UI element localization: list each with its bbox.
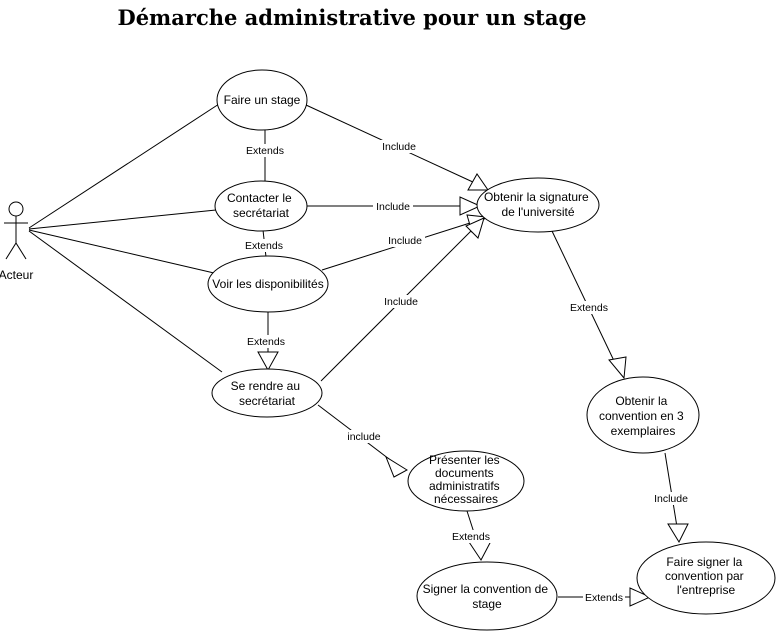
use-case-voir-line-1: Voir les disponibilités [212,277,323,291]
use-case-se-rendre-line-1: Se rendre au [231,379,300,393]
actor-associations [28,103,223,373]
association-faire-stage [28,103,220,229]
use-case-voir-disponibilites-ellipse[interactable] [207,255,329,313]
use-case-presenter-line-1: Présenter les [429,453,500,467]
use-case-contacter-secretariat-label: Contacter le secrétariat [227,191,295,220]
association-se-rendre [28,230,223,373]
label-bg-7 [245,335,287,348]
use-case-signature-line-1: Obtenir la signature [484,190,589,204]
diagram-title: Démarche administrative pour un stage [117,5,586,30]
use-case-contacter-line-1: Contacter le [227,191,292,205]
arrowhead-contacter-signature [459,196,482,216]
label-faire-contacter: Extends [246,145,284,157]
relationship-lines [262,104,678,598]
use-case-obtenir-signature[interactable]: Obtenir la signature de l'université [476,177,600,233]
label-bg-1 [244,144,286,157]
label-serendre-signature: Include [384,296,418,308]
label-voir-serendre: Extends [247,336,285,348]
use-case-signer-line-1: Signer la convention de [423,582,549,596]
use-case-se-rendre-secretariat-ellipse[interactable] [211,368,323,418]
arrowhead-serendre-signature [465,217,485,239]
use-case-presenter-line-4: nécessaires [434,492,498,506]
arrowhead-faire-signature [467,173,489,191]
use-case-faire-signer-line-1: Faire signer la [666,555,742,569]
association-voir [28,229,215,274]
use-case-convention3-line-3: exemplaires [611,424,676,438]
use-case-obtenir-convention-ellipse[interactable] [586,376,700,454]
actor-head [8,201,24,217]
label-voir-signature: Include [388,235,422,247]
relationship-labels: Extends Include Include Extends Include … [243,140,691,604]
use-case-contacter-secretariat-ellipse[interactable] [214,180,308,232]
arrowhead-signature-convention3 [608,356,627,380]
use-case-voir-disponibilites[interactable]: Voir les disponibilités [207,255,329,313]
use-case-obtenir-signature-label: Obtenir la signature de l'université [484,190,592,219]
arrowhead-convention3-fairesigner [667,523,689,544]
label-bg-10 [651,492,691,505]
label-bg-8 [344,430,384,443]
label-serendre-presenter: include [347,431,380,443]
label-bg-5 [385,234,425,247]
use-case-signer-convention[interactable]: Signer la convention de stage [416,561,558,631]
use-case-presenter-documents-ellipse[interactable] [407,450,525,512]
label-bg-12 [583,591,625,604]
actor-right-leg [15,242,27,260]
use-case-contacter-secretariat[interactable]: Contacter le secrétariat [214,180,308,232]
use-case-convention3-line-2: convention en 3 [599,409,684,423]
use-case-faire-signer-line-3: l'entreprise [677,583,736,597]
rel-line-convention3-fairesigner [664,452,678,528]
use-case-signer-convention-label: Signer la convention de stage [423,582,552,611]
use-case-faire-stage-label: Faire un stage [224,93,301,107]
label-signature-convention3: Extends [570,302,608,314]
use-case-presenter-line-3: administratifs [429,479,500,493]
rel-line-signature-convention3 [551,230,617,366]
use-case-contacter-line-2: secrétariat [233,206,290,220]
label-bg-3 [373,200,413,213]
use-case-signer-convention-ellipse[interactable] [416,561,558,631]
label-presenter-signer: Extends [452,531,490,543]
label-bg-9 [568,301,610,314]
use-case-faire-signer-line-2: convention par [665,569,744,583]
use-case-obtenir-convention-label: Obtenir la convention en 3 exemplaires [599,394,687,438]
arrowhead-voir-serendre [257,351,279,372]
label-contacter-voir: Extends [245,240,283,252]
label-signer-fairesigner: Extends [585,592,623,604]
use-case-obtenir-signature-ellipse[interactable] [476,177,600,233]
association-contacter [28,209,217,230]
use-case-faire-stage-ellipse[interactable] [216,69,308,131]
use-case-faire-stage-line-1: Faire un stage [224,93,301,107]
label-contacter-signature: Include [376,201,410,213]
arrowhead-presenter-signer [468,540,492,561]
use-case-presenter-line-2: documents [435,466,494,480]
arrowhead-signer-fairesigner [629,587,652,607]
use-case-faire-signer-entreprise-ellipse[interactable] [636,541,776,615]
label-bg-4 [243,239,285,252]
use-case-signature-line-2: de l'université [502,205,575,219]
use-case-presenter-documents[interactable]: Présenter les documents administratifs n… [407,450,525,512]
use-case-se-rendre-line-2: secrétariat [239,394,296,408]
actor-label: Acteur [0,268,33,282]
use-case-faire-signer-entreprise-label: Faire signer la convention par l'entrepr… [665,555,747,597]
actor-figure: Acteur [0,201,33,282]
use-case-voir-disponibilites-label: Voir les disponibilités [212,277,323,291]
use-case-faire-signer-entreprise[interactable]: Faire signer la convention par l'entrepr… [636,541,776,615]
use-case-faire-stage[interactable]: Faire un stage [216,69,308,131]
use-case-se-rendre-secretariat[interactable]: Se rendre au secrétariat [211,368,323,418]
label-bg-2 [379,140,419,153]
label-faire-signature: Include [382,141,416,153]
label-bg-6 [381,295,421,308]
use-case-signer-line-2: stage [472,597,502,611]
actor-left-leg [5,242,17,260]
arrowhead-serendre-presenter [384,455,408,478]
use-case-se-rendre-secretariat-label: Se rendre au secrétariat [231,379,304,408]
label-convention3-fairesigner: Include [654,493,688,505]
use-case-presenter-documents-label: Présenter les documents administratifs n… [429,453,503,506]
use-case-convention3-line-1: Obtenir la [615,394,667,408]
use-case-obtenir-convention[interactable]: Obtenir la convention en 3 exemplaires [586,376,700,454]
label-bg-11 [450,530,492,543]
